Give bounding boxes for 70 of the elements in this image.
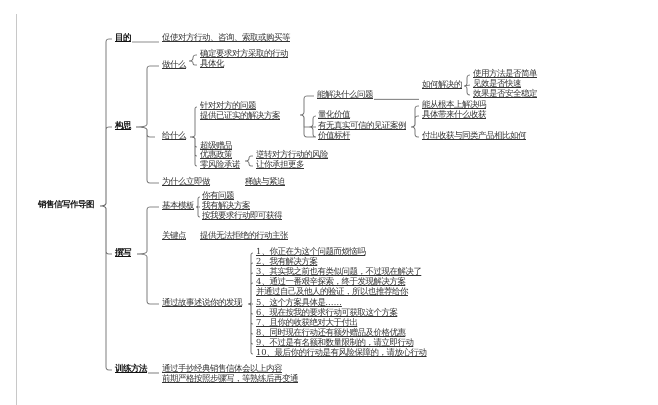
topic-text: 使用方法是否简单 [473, 69, 537, 79]
topic-text: 我有解决方案 [202, 201, 250, 211]
brace-connector [244, 160, 254, 166]
topic-text: 撰写 [115, 248, 131, 258]
topic-text: 付出收获与同类产品相比如何 [422, 131, 526, 141]
topic-text: 零风险承诺 [200, 160, 240, 170]
topic-text: 训练方法 [115, 364, 147, 374]
brace-connector [188, 54, 198, 62]
topic-text: 给什么 [162, 131, 186, 141]
topic-text: 优惠政策 [200, 150, 232, 160]
topic-text: 9、不过是有名额和数量限制的，请立即行动 [256, 338, 414, 348]
topic-text: 具体带来什么收获 [422, 110, 486, 120]
topic-text: 见效是否快速 [473, 79, 521, 88]
brace-connector [188, 60, 198, 66]
topic-text: 你有问题 [202, 191, 234, 201]
topic-text: 做什么 [162, 60, 186, 70]
topic-text: 前期严格按照步骤写，等熟练后再变通 [162, 374, 298, 384]
topic-text: 量化价值 [318, 110, 350, 120]
topic-text: 通过故事述说你的发现 [162, 298, 242, 308]
note-text: 提供无法拒绝的行动主张 [200, 231, 288, 241]
topic-text: 按我要求行动即可获得 [202, 211, 282, 221]
topic-text: 8、同时现在行动还有额外赠品及价格优惠 [256, 328, 406, 338]
topic-text: 效果是否安全稳定 [473, 89, 537, 99]
brace-connector [410, 126, 420, 138]
central-topic-text: 销售信写作导图 [38, 200, 94, 210]
topic-text: 基本模板 [162, 201, 194, 211]
brace-connector [196, 206, 200, 218]
brace-connector [300, 96, 314, 116]
topic-text: 3、其实我之前也有类似问题，不过现在解决了 [256, 267, 422, 276]
brace-connector [196, 196, 200, 208]
topic-text: 6、现在按我的要求行动可获取这个方案 [256, 308, 398, 318]
brace-connector [190, 106, 198, 138]
topic-text: 能解决什么问题 [317, 90, 373, 100]
topic-text: 促使对方行动、咨询、索取或购买等 [162, 33, 290, 43]
topic-text: 价值标杆 [318, 131, 350, 141]
topic-text: 关键点 [162, 231, 186, 241]
brace-connector [248, 282, 254, 304]
topic-text: 具体化 [200, 59, 224, 69]
brace-connector [196, 206, 200, 208]
brace-connector [244, 156, 254, 162]
topic-text: 7、且你的收获绝对大于付出 [256, 318, 358, 328]
topic-text: 提供已证实的解决方案 [200, 110, 280, 120]
topic-text: 1、你正在为这个问题而烦恼吗 [256, 247, 366, 256]
brace-connector [410, 116, 420, 128]
topic-text: 为什么立即做 [162, 177, 210, 187]
topic-text: 5、这个方案具体是…… [256, 298, 342, 308]
topic-text: 有无真实可信的见证案例 [318, 121, 406, 131]
brace-connector [100, 126, 112, 206]
topic-text: 超级赠品 [200, 141, 232, 150]
topic-text: 如何解决的 [422, 80, 462, 90]
topic-text: 构思 [115, 121, 131, 131]
connector-line [374, 98, 420, 100]
brace-connector [464, 86, 470, 96]
topic-text: 4、通过一番艰辛探索，终于发现解决方案并通过自己及他人的验证，所以也推荐给你 [256, 277, 408, 296]
brace-connector [464, 84, 470, 86]
topic-text: 2、我有解决方案 [256, 257, 318, 266]
brace-connector [190, 136, 198, 166]
topic-text: 针对对方的问题 [200, 101, 257, 111]
topic-text: 确定要求对方采取的行动 [200, 49, 288, 59]
brace-connector [300, 114, 316, 138]
topic-text: 能从根本上解决吗 [422, 100, 486, 110]
topic-text: 让你承担更多 [256, 160, 304, 170]
topic-text: 逆转对方行动的风险 [256, 150, 328, 160]
topic-text: 目的 [115, 33, 131, 43]
brace-connector [248, 304, 254, 354]
topic-text: 通过手抄经典销售信体会以上内容 [162, 364, 283, 374]
brace-connector [464, 74, 470, 86]
topic-text: 10、最后你的行动是有风险保障的，请放心行动 [256, 348, 427, 358]
connector-line [148, 372, 160, 374]
note-text: 稀缺与紧迫 [245, 177, 285, 187]
